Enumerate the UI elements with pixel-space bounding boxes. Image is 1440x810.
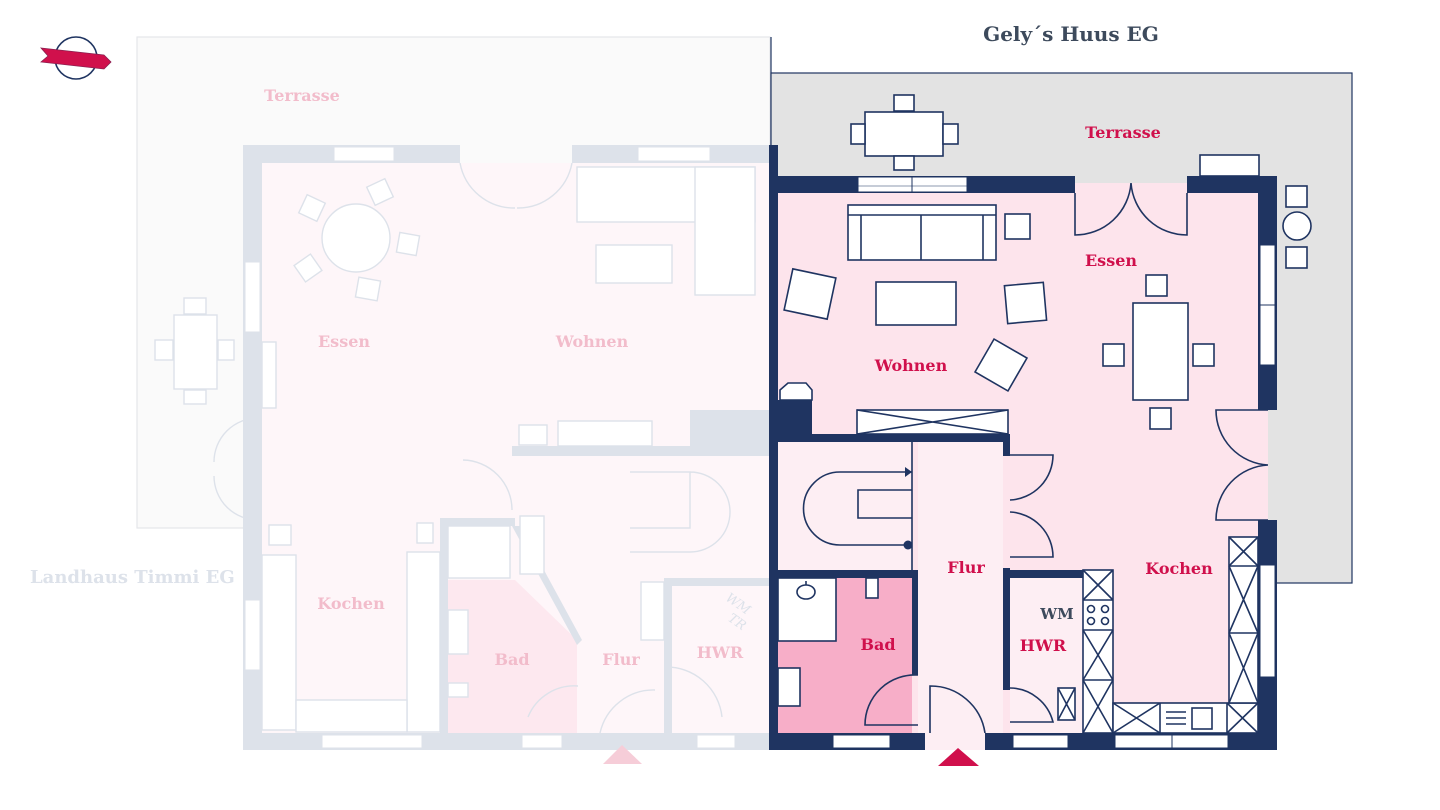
appliance-label-wm: WM: [1039, 605, 1073, 623]
faded-bath: [446, 580, 577, 733]
room-label-wohnen: Wohnen: [874, 356, 948, 375]
faded-room-label-wohnen: Wohnen: [555, 332, 629, 351]
plan-title: Gely´s Huus EG: [983, 22, 1159, 46]
room-label-flur: Flur: [947, 558, 985, 577]
faded-plan-title[interactable]: Landhaus Timmi EG: [30, 567, 235, 588]
room-label-essen: Essen: [1085, 251, 1137, 270]
faded-room-label-bad: Bad: [494, 650, 529, 669]
faded-room-label-terrasse: Terrasse: [264, 86, 340, 105]
room-label-terrasse: Terrasse: [1085, 123, 1161, 142]
plan-landhaus-timmi[interactable]: Terrasse Essen Wohnen Kochen Bad Flur HW…: [30, 36, 771, 764]
plan-gelys-huus[interactable]: Gely´s Huus EG: [769, 22, 1353, 766]
faded-entrance-arrow-icon: [603, 745, 642, 764]
faded-room-label-kochen: Kochen: [317, 594, 385, 613]
ribbon-circle-logo[interactable]: [40, 36, 112, 80]
faded-room-label-hwr: HWR: [697, 643, 744, 662]
faded-room-label-flur: Flur: [602, 650, 640, 669]
faded-room-label-essen: Essen: [318, 332, 370, 351]
room-label-bad: Bad: [860, 635, 895, 654]
entrance-arrow-icon: [938, 748, 979, 766]
room-label-hwr: HWR: [1020, 636, 1067, 655]
room-label-kochen: Kochen: [1145, 559, 1213, 578]
